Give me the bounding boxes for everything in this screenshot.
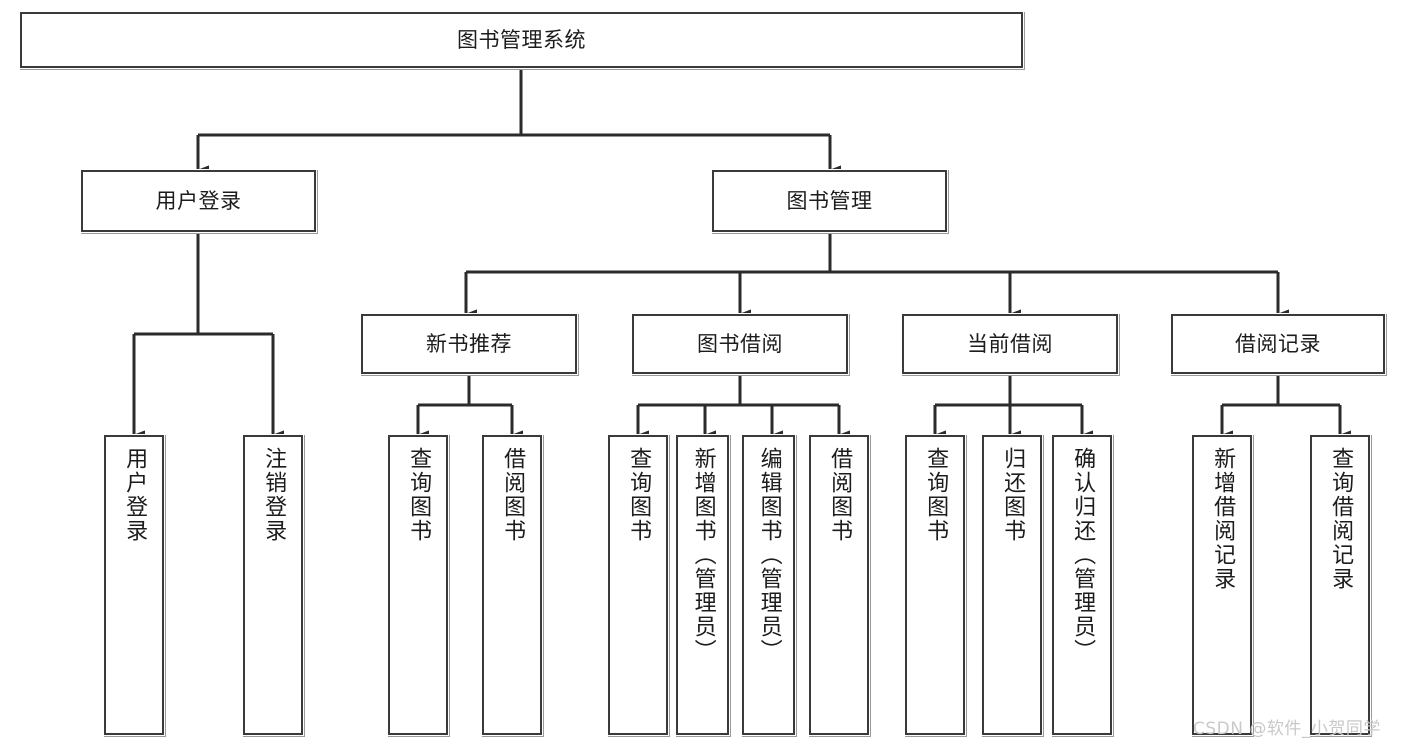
node-leaf-query-book-1-label: 查询图书 (406, 447, 432, 543)
node-leaf-confirm-return[interactable]: 确认归还（管理员） (1052, 435, 1112, 735)
node-borrow-record[interactable]: 借阅记录 (1171, 314, 1385, 374)
node-leaf-edit-book-label: 编辑图书（管理员） (756, 447, 782, 663)
node-leaf-query-book-2[interactable]: 查询图书 (608, 435, 668, 735)
node-new-book-recommend[interactable]: 新书推荐 (361, 314, 577, 374)
node-leaf-borrow-book-1[interactable]: 借阅图书 (482, 435, 542, 735)
node-root[interactable]: 图书管理系统 (20, 12, 1023, 68)
node-book-manage[interactable]: 图书管理 (712, 170, 947, 232)
node-leaf-return-book[interactable]: 归还图书 (982, 435, 1042, 735)
node-book-manage-label: 图书管理 (786, 188, 873, 213)
node-leaf-confirm-return-label: 确认归还（管理员） (1070, 447, 1096, 663)
node-leaf-add-book-label: 新增图书（管理员） (690, 447, 716, 663)
node-user-login[interactable]: 用户登录 (81, 170, 316, 232)
node-leaf-query-book-1[interactable]: 查询图书 (388, 435, 448, 735)
node-book-borrow-label: 图书借阅 (697, 331, 783, 356)
node-leaf-add-record[interactable]: 新增借阅记录 (1192, 435, 1252, 735)
node-leaf-query-record[interactable]: 查询借阅记录 (1310, 435, 1370, 735)
node-user-login-label: 用户登录 (155, 188, 242, 213)
node-leaf-add-book[interactable]: 新增图书（管理员） (676, 435, 729, 735)
node-leaf-query-record-label: 查询借阅记录 (1328, 447, 1354, 591)
node-borrow-record-label: 借阅记录 (1235, 331, 1321, 356)
node-leaf-add-record-label: 新增借阅记录 (1210, 447, 1236, 591)
node-root-label: 图书管理系统 (457, 27, 586, 52)
node-leaf-logout[interactable]: 注销登录 (243, 435, 303, 735)
node-leaf-edit-book[interactable]: 编辑图书（管理员） (742, 435, 795, 735)
node-leaf-query-book-2-label: 查询图书 (626, 447, 652, 543)
node-book-borrow[interactable]: 图书借阅 (632, 314, 848, 374)
node-leaf-user-login[interactable]: 用户登录 (104, 435, 164, 735)
node-leaf-logout-label: 注销登录 (261, 447, 287, 543)
node-current-borrow[interactable]: 当前借阅 (902, 314, 1118, 374)
node-current-borrow-label: 当前借阅 (967, 331, 1053, 356)
node-new-book-recommend-label: 新书推荐 (426, 331, 512, 356)
node-leaf-query-book-3-label: 查询图书 (923, 447, 949, 543)
node-leaf-return-book-label: 归还图书 (1000, 447, 1026, 543)
node-leaf-user-login-label: 用户登录 (122, 447, 148, 543)
node-leaf-borrow-book-2-label: 借阅图书 (827, 447, 853, 543)
node-leaf-borrow-book-2[interactable]: 借阅图书 (809, 435, 869, 735)
node-leaf-borrow-book-1-label: 借阅图书 (500, 447, 526, 543)
node-leaf-query-book-3[interactable]: 查询图书 (905, 435, 965, 735)
